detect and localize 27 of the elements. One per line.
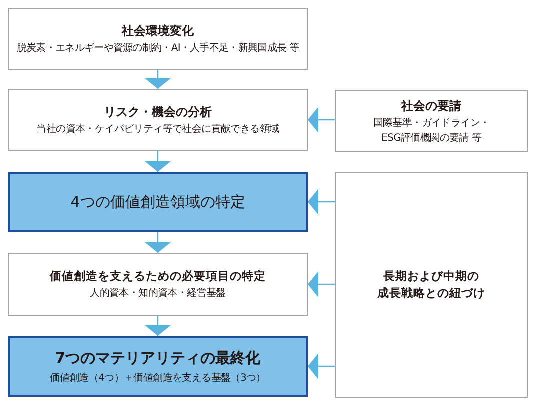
process-box bbox=[335, 90, 528, 152]
box-heading: 社会環境変化 bbox=[122, 23, 194, 40]
highlight-box bbox=[8, 172, 308, 232]
process-box bbox=[335, 172, 528, 398]
box-subtext: 人的資本・知的資本・経営基盤 bbox=[90, 286, 226, 302]
box-heading: 価値創造を支えるための必要項目の特定 bbox=[50, 268, 266, 285]
process-box bbox=[8, 8, 308, 70]
arrow bbox=[145, 70, 171, 89]
box-heading: 7つのマテリアリティの最終化 bbox=[55, 348, 261, 370]
box-subtext: 脱炭素・エネルギーや資源の制約・AI・人手不足・新興国成長 等 bbox=[16, 42, 300, 56]
box-subtext: 価値創造（4つ）＋価値創造を支える基盤（3つ） bbox=[50, 372, 266, 386]
arrow bbox=[308, 272, 335, 298]
arrow bbox=[308, 354, 335, 380]
arrow bbox=[145, 232, 171, 253]
box-subtext: 当社の資本・ケイパビリティ等で社会に貢献できる領域 bbox=[36, 122, 280, 137]
process-box bbox=[8, 89, 308, 151]
process-box bbox=[8, 253, 308, 316]
arrow bbox=[145, 316, 171, 336]
box-heading: 長期および中期の成長戦略との紐づけ bbox=[378, 268, 486, 302]
arrow bbox=[308, 107, 335, 133]
box-heading: 4つの価値創造領域の特定 bbox=[70, 192, 246, 213]
box-heading: リスク・機会の分析 bbox=[104, 104, 212, 121]
highlight-box bbox=[8, 336, 308, 397]
arrow bbox=[145, 151, 171, 172]
arrow bbox=[308, 189, 335, 215]
box-heading: 社会の要請 bbox=[402, 98, 462, 114]
box-subtext: 国際基準・ガイドライン・ESG評価機関の要請 等 bbox=[373, 116, 490, 146]
